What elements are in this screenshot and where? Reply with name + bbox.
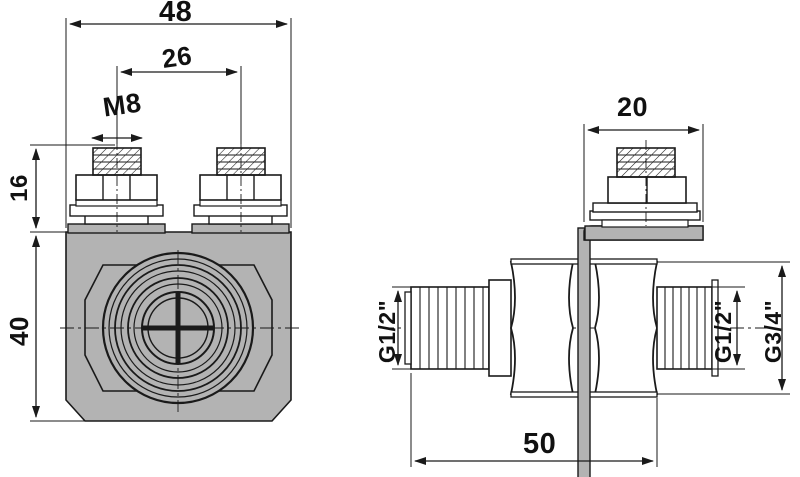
label-thread-g34: G3/4"	[760, 299, 787, 364]
front-terminal-stud-left	[67, 140, 166, 234]
side-bracket-stem	[577, 227, 591, 477]
dimension-g34	[657, 261, 790, 395]
front-centerlines	[60, 250, 300, 412]
side-thread-right	[656, 279, 719, 377]
label-thread-g12-left: G1/2"	[374, 299, 401, 364]
side-collar-left	[488, 279, 512, 377]
label-thread-m8: M8	[101, 87, 144, 123]
label-thread-g12-right: G1/2"	[710, 299, 737, 364]
label-dim-26: 26	[160, 40, 194, 74]
dimension-40	[30, 235, 85, 422]
label-dim-50: 50	[523, 428, 557, 460]
dimension-26	[116, 66, 242, 144]
dimension-16	[30, 144, 115, 233]
label-dim-40: 40	[3, 316, 34, 346]
dimension-g12-right	[712, 286, 745, 370]
label-dim-16: 16	[5, 174, 33, 202]
side-thread-left	[404, 286, 490, 370]
dimension-50	[410, 373, 658, 467]
front-terminal-stud-right	[191, 140, 290, 234]
side-terminal-assembly	[583, 140, 704, 241]
dimension-48	[65, 18, 292, 228]
dimension-g12-left	[392, 286, 411, 370]
label-dim-20: 20	[617, 92, 649, 122]
dimension-20	[583, 124, 704, 222]
label-dim-48: 48	[159, 0, 193, 28]
